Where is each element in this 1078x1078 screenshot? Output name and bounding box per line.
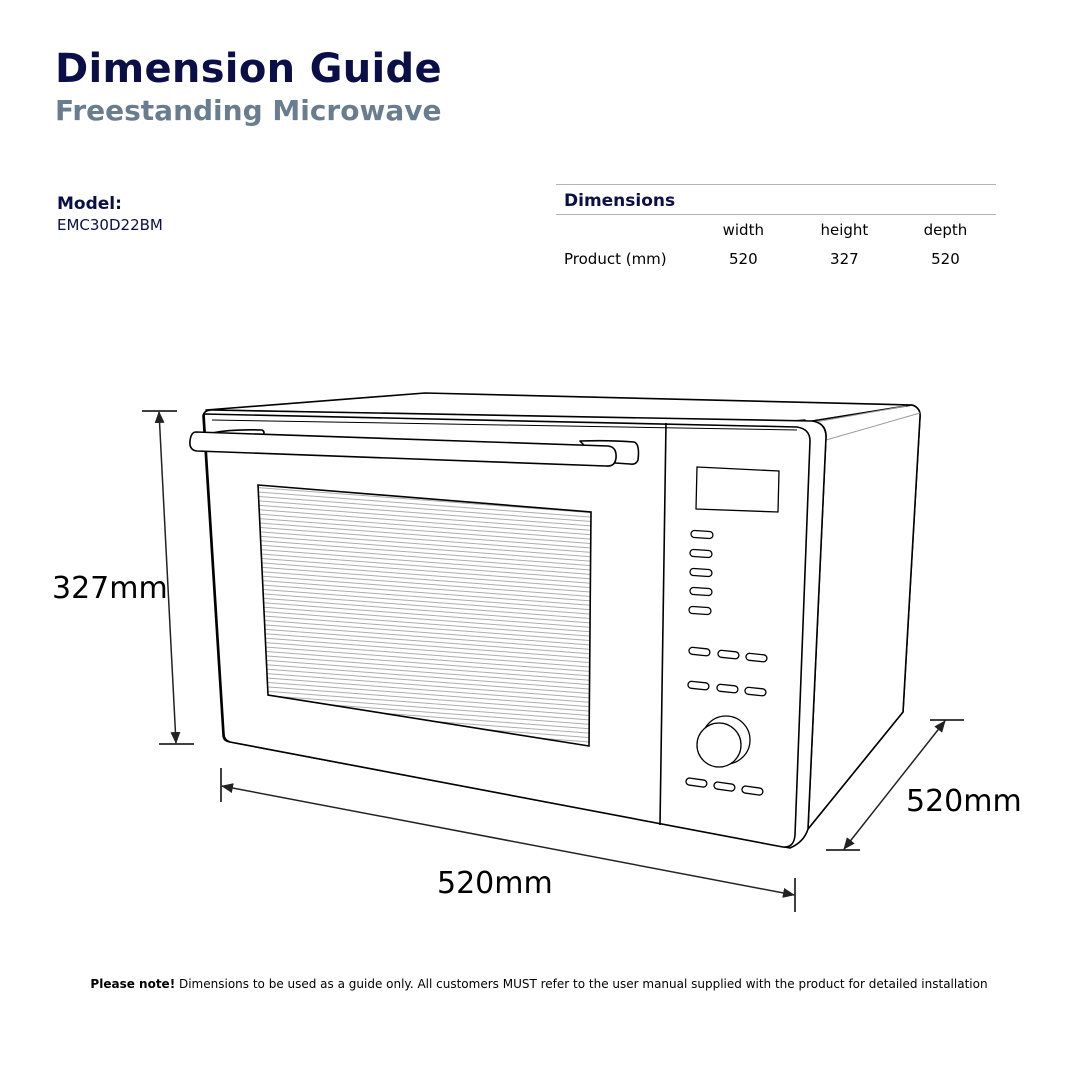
note-text: Dimensions to be used as a guide only. A… — [175, 977, 988, 991]
door-window — [257, 484, 592, 747]
column-header-height: height — [820, 220, 869, 239]
page-title: Dimension Guide — [55, 46, 442, 92]
width-dimension — [220, 768, 796, 912]
column-header-depth: depth — [923, 220, 968, 239]
row-label-product: Product (mm) — [564, 249, 667, 268]
dimensions-table: Dimensions width height depth Product (m… — [556, 184, 996, 273]
note-prefix: Please note! — [90, 977, 176, 991]
door-seam — [659, 422, 667, 826]
handle-bar — [189, 431, 617, 467]
control-button — [688, 605, 712, 616]
control-button — [744, 686, 767, 697]
depth-arrow — [843, 720, 946, 850]
dimensions-grid: width height depth Product (mm) 520 327 … — [556, 215, 996, 273]
height-dimension — [142, 410, 194, 745]
value-depth: 520 — [931, 249, 960, 268]
page-subtitle: Freestanding Microwave — [55, 94, 442, 127]
door-top-edge — [211, 419, 798, 431]
value-height: 327 — [830, 249, 859, 268]
column-header-width: width — [722, 220, 764, 239]
top-crease-line-2 — [809, 405, 907, 424]
control-button — [688, 646, 711, 657]
width-label: 520mm — [437, 866, 553, 901]
depth-dimension — [826, 719, 964, 851]
model-label: Model: — [57, 194, 122, 214]
display-screen — [695, 466, 780, 513]
control-button — [745, 652, 768, 663]
height-label: 327mm — [52, 571, 168, 606]
control-button — [717, 649, 740, 660]
dimensions-header-row: width height depth — [556, 215, 996, 244]
model-number: EMC30D22BM — [57, 216, 163, 234]
dimensions-heading: Dimensions — [556, 185, 996, 215]
control-button — [689, 586, 713, 597]
control-button — [689, 548, 713, 559]
height-arrow — [154, 411, 181, 744]
disclaimer-note: Please note! Dimensions to be used as a … — [0, 977, 1078, 991]
top-crease-line — [825, 412, 921, 441]
control-button — [687, 680, 710, 691]
door-handle — [189, 429, 640, 467]
width-arrow — [221, 783, 795, 898]
control-button — [690, 529, 714, 540]
table-row: Product (mm) 520 327 520 — [556, 244, 996, 273]
value-width: 520 — [728, 249, 758, 268]
control-button — [689, 567, 713, 578]
control-button — [716, 683, 739, 694]
depth-label: 520mm — [906, 784, 1022, 819]
dial-knob — [696, 722, 742, 768]
